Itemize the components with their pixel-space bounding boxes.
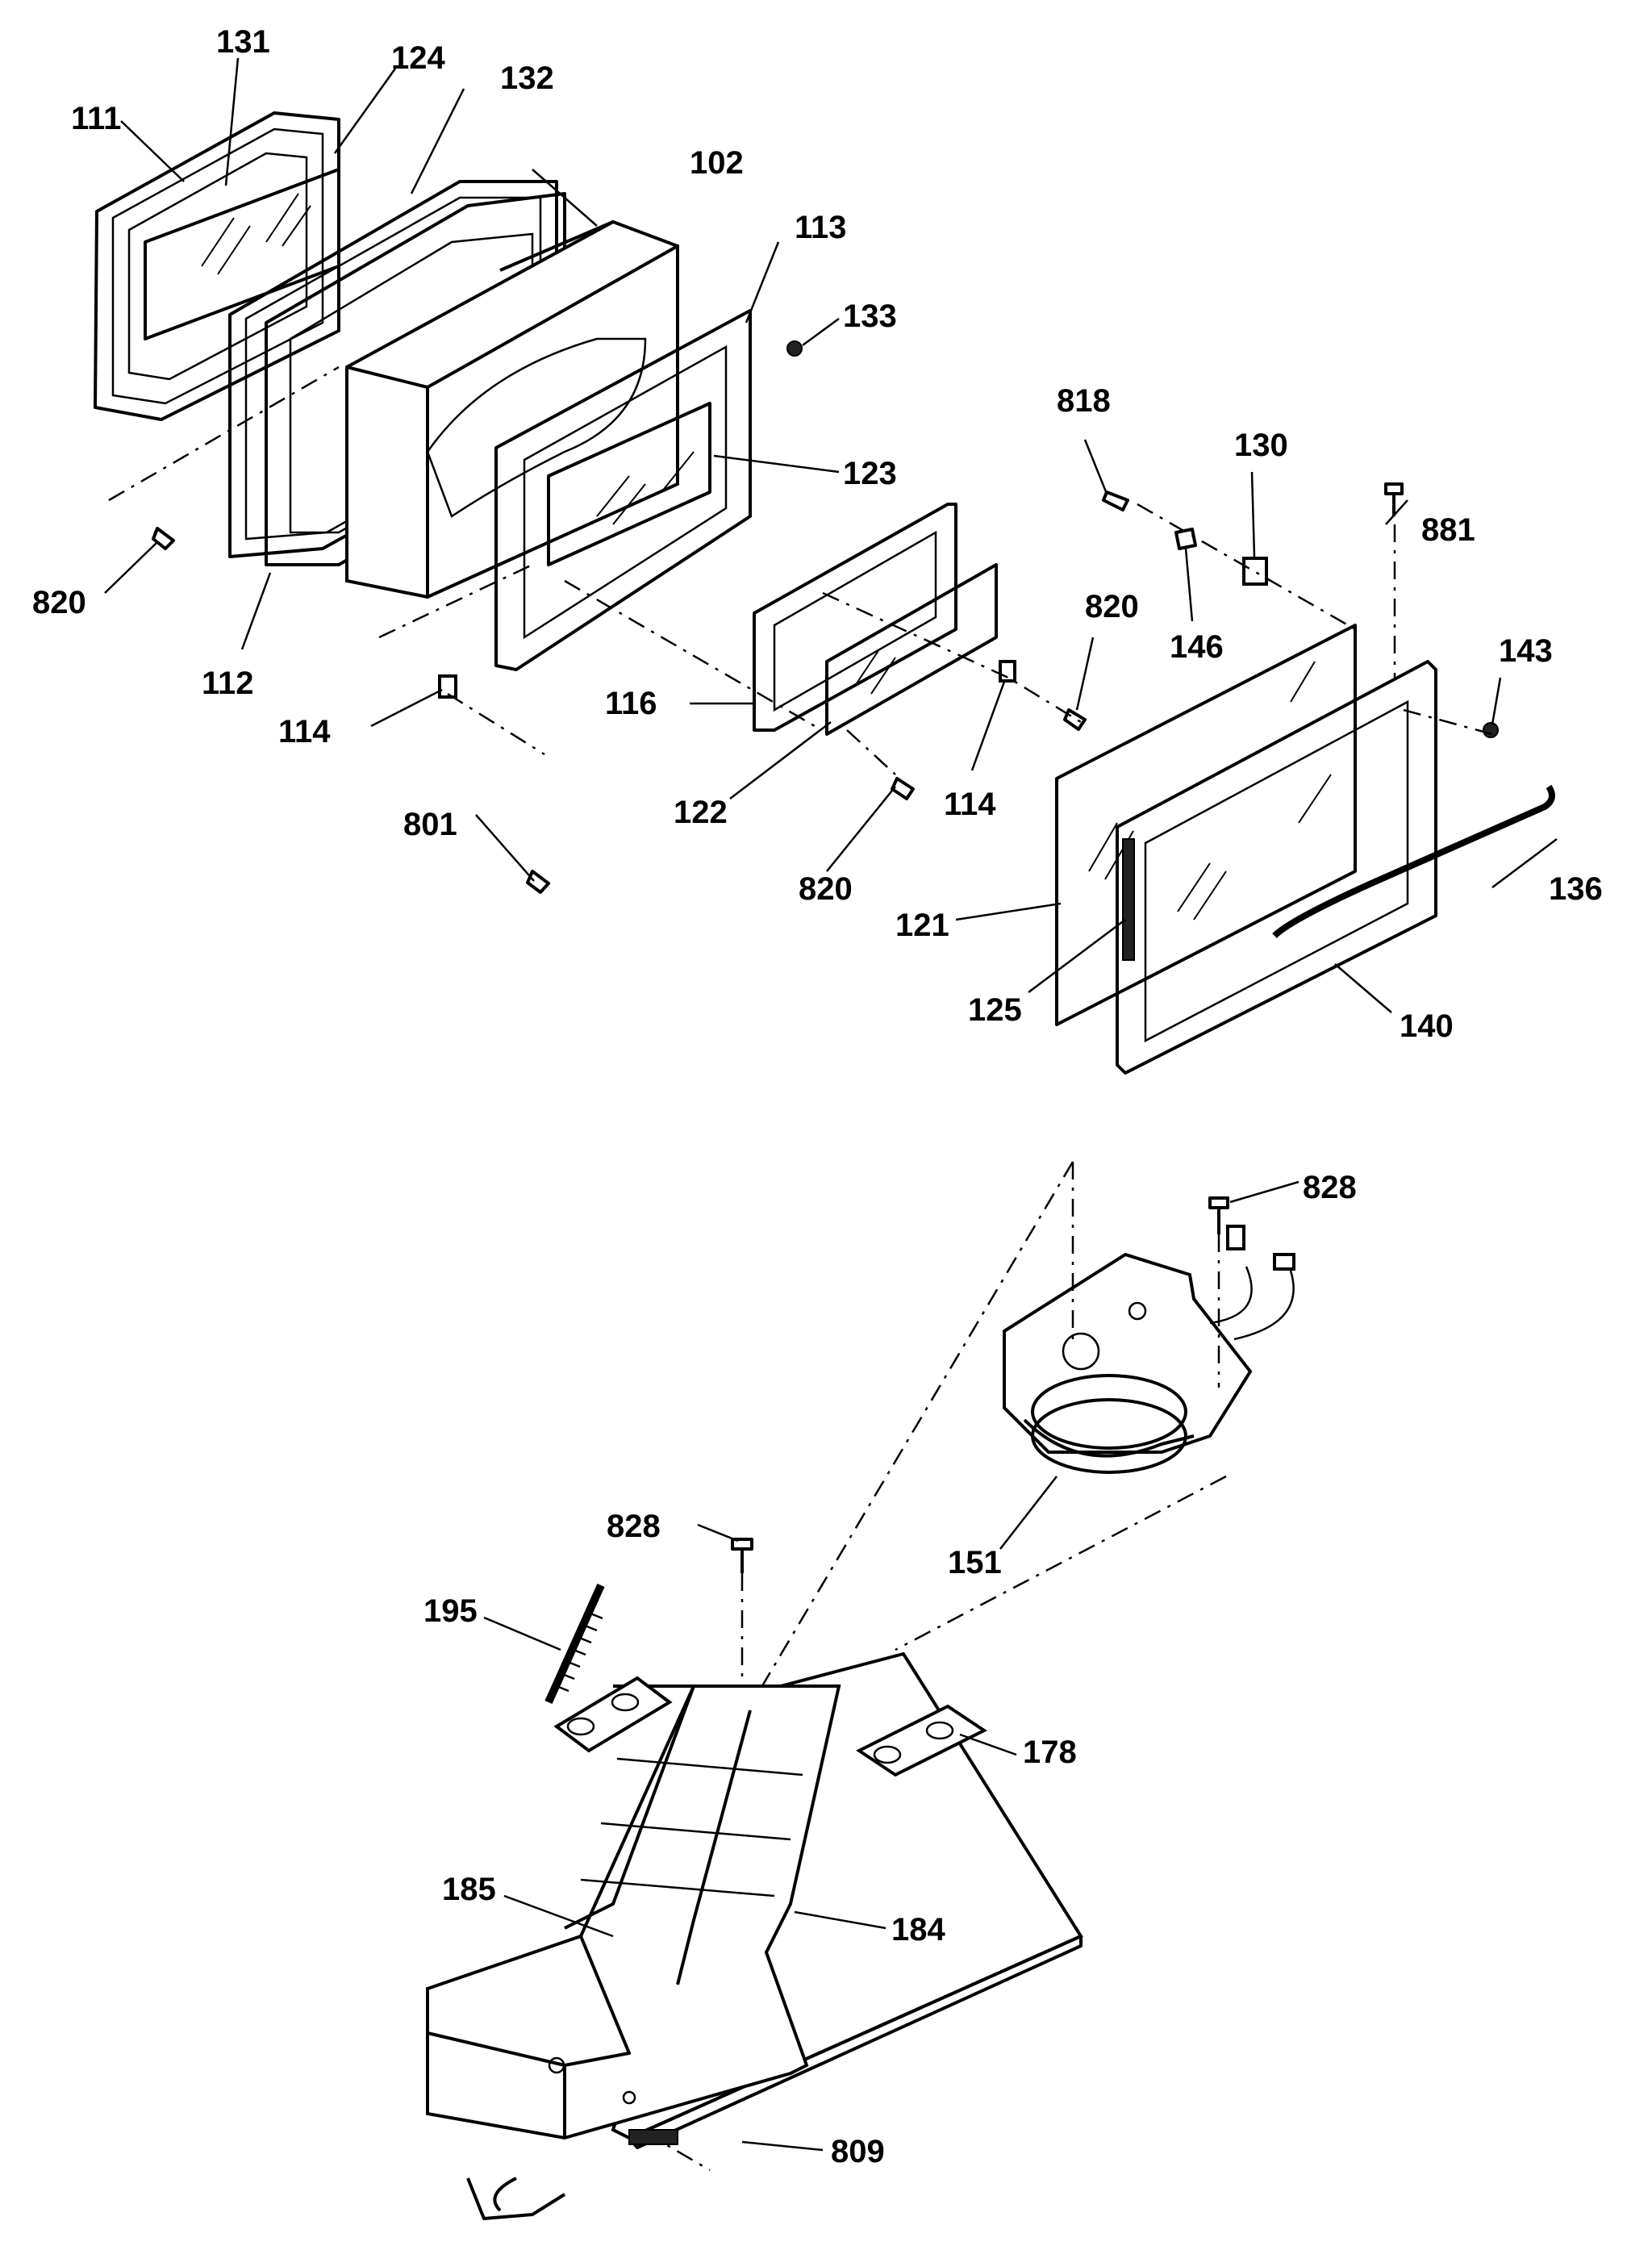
label-178: 178 [1023, 1735, 1077, 1770]
label-184: 184 [891, 1912, 945, 1948]
part-143-nut [1483, 722, 1499, 738]
part-185-184-channel-bracket [426, 1684, 841, 2220]
label-125: 125 [968, 992, 1022, 1028]
label-114-left: 114 [278, 714, 331, 749]
part-114-clip-left [438, 674, 457, 699]
part-136-handle-rod [1272, 784, 1555, 938]
callout-labels: 111 131 124 132 102 113 133 123 820 112 … [32, 24, 1603, 2169]
label-820-right: 820 [1085, 589, 1139, 624]
label-828-lower: 828 [607, 1509, 661, 1544]
label-116: 116 [605, 686, 657, 721]
part-122-glass [825, 563, 998, 736]
label-133: 133 [843, 298, 897, 334]
part-123-window-glass [547, 402, 711, 566]
part-116-bracket-frame [753, 503, 957, 732]
label-131: 131 [216, 24, 270, 60]
label-113: 113 [795, 210, 847, 245]
label-140: 140 [1400, 1008, 1454, 1044]
label-151: 151 [948, 1545, 1002, 1580]
assembly-lines-upper [108, 365, 1493, 775]
label-111: 111 [71, 101, 121, 136]
part-111-door-panel [94, 111, 340, 421]
label-124: 124 [391, 40, 445, 76]
label-136: 136 [1549, 871, 1603, 907]
label-114-right: 114 [944, 787, 996, 822]
label-828-upper: 828 [1303, 1170, 1357, 1205]
label-820-left: 820 [32, 585, 86, 620]
label-112: 112 [202, 666, 254, 701]
part-195-spring [544, 1583, 605, 1705]
part-818-screw [1102, 491, 1129, 511]
part-121-outer-glass [1055, 624, 1357, 1026]
leader-lines [104, 57, 1558, 2152]
label-881: 881 [1421, 512, 1475, 548]
label-809: 809 [831, 2134, 885, 2169]
assembly-lines-lower [612, 1161, 1227, 2172]
part-140-outer-door-frame [1116, 660, 1437, 1075]
part-881-screw [1384, 482, 1404, 516]
part-102-door-liner [345, 219, 679, 599]
part-828-screw-lower [731, 1538, 753, 1573]
label-801: 801 [403, 807, 457, 842]
label-123: 123 [843, 456, 897, 491]
label-130: 130 [1234, 428, 1288, 463]
label-818: 818 [1057, 383, 1111, 419]
label-121: 121 [895, 908, 949, 943]
label-820-bottom: 820 [799, 871, 853, 907]
mounting-tab-left [553, 1676, 673, 1753]
part-133-nut [786, 340, 803, 357]
label-146: 146 [1170, 629, 1224, 665]
label-143: 143 [1499, 633, 1553, 669]
part-113-inner-door-frame [494, 309, 752, 671]
label-132: 132 [500, 61, 554, 96]
part-130-tab [1242, 557, 1268, 586]
label-122: 122 [674, 795, 728, 830]
part-125-seal-strip [1122, 838, 1135, 961]
label-195: 195 [423, 1593, 478, 1629]
part-151-motor [1003, 1225, 1295, 1474]
part-146-clip [1174, 528, 1197, 550]
label-185: 185 [442, 1872, 496, 1907]
screw-icon [152, 527, 1087, 894]
part-828-screw-upper [1208, 1196, 1229, 1234]
label-102: 102 [690, 145, 744, 181]
part-114-clip-right [999, 660, 1016, 683]
mounting-tab-right [856, 1704, 987, 1777]
part-131-glass [144, 168, 340, 340]
